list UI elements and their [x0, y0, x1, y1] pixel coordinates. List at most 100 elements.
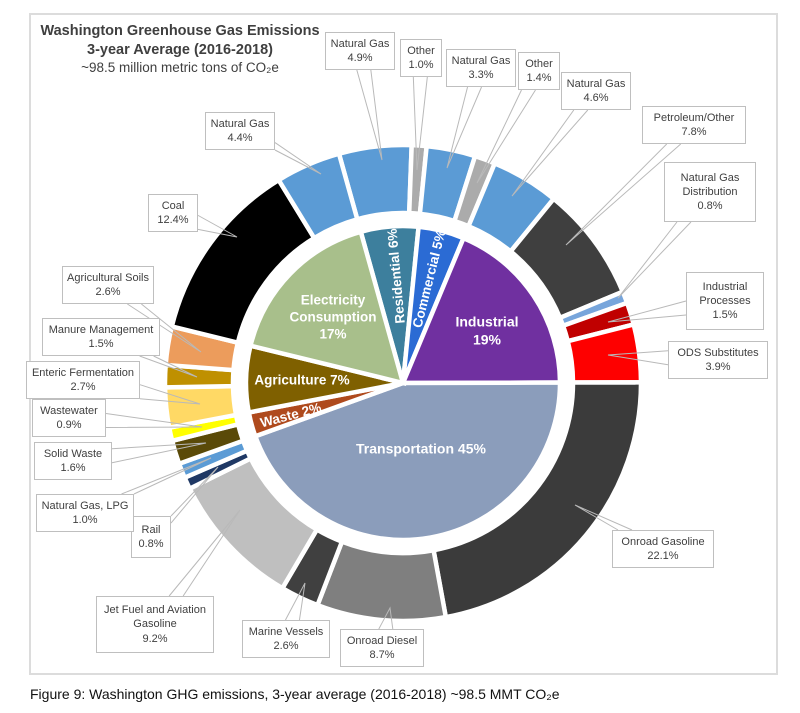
leader-line-onroad_gasoline	[574, 504, 633, 531]
callout-percent: 4.4%	[227, 132, 253, 144]
callout-ng_ind: Natural Gas 4.6%	[561, 72, 631, 110]
callout-percent: 7.8%	[681, 126, 707, 138]
callout-percent: 0.9%	[56, 419, 82, 431]
figure-caption: Figure 9: Washington GHG emissions, 3-ye…	[30, 686, 560, 702]
callout-percent: 0.8%	[697, 200, 723, 213]
callout-manure_management: Manure Management 1.5%	[42, 318, 160, 356]
callout-label-text: ODS Substitutes	[677, 346, 759, 359]
callout-label-text: Coal	[161, 199, 185, 212]
callout-label-text: Natural Gas	[451, 54, 511, 67]
callout-percent: 4.6%	[583, 92, 609, 104]
pie-slice-transportation	[252, 380, 563, 543]
callout-label-text: Solid Waste	[43, 447, 103, 460]
sector-label-industrial: Industrial 19%	[455, 313, 519, 348]
leader-line-wastewater	[105, 413, 203, 429]
chart-title-line3: ~98.5 million metric tons of CO₂e	[81, 60, 279, 76]
callout-percent: 4.9%	[347, 52, 373, 64]
callout-percent: 3.9%	[705, 361, 731, 373]
callout-agricultural_soils: Agricultural Soils 2.6%	[62, 266, 154, 304]
callout-label-text: Natural Gas, LPG	[41, 499, 129, 512]
callout-marine_vessels: Marine Vessels 2.6%	[242, 620, 330, 658]
leader-line-other_com	[476, 89, 536, 184]
ring-segment-ng_elec	[275, 150, 361, 242]
callout-percent: 12.4%	[157, 214, 189, 226]
leader-line-other_res	[412, 76, 428, 171]
leader-line-ods_substitutes	[607, 350, 669, 366]
callout-industrial_processes: Industrial Processes 1.5%	[686, 272, 764, 330]
callout-label-text: Onroad Gasoline	[621, 535, 705, 548]
pie-slice-electricity	[247, 229, 407, 387]
chart-title-line1: Washington Greenhouse Gas Emissions	[40, 23, 320, 39]
callout-percent: 2.6%	[95, 286, 121, 298]
leader-line-ng_com	[446, 86, 482, 169]
leader-line-rail	[170, 466, 219, 524]
callout-wastewater: Wastewater 0.9%	[32, 399, 106, 437]
callout-percent: 1.5%	[712, 309, 738, 322]
callout-percent: 8.7%	[369, 649, 395, 661]
callout-label-text: Other	[407, 44, 435, 57]
callout-percent: 1.0%	[72, 514, 98, 526]
callout-other_com: Other 1.4%	[518, 52, 560, 90]
callout-rail: Rail 0.8%	[131, 516, 171, 558]
callout-ng_distribution: Natural Gas Distribution 0.8%	[664, 162, 756, 222]
leader-line-manure_management	[139, 355, 198, 378]
leader-line-marine_vessels	[285, 582, 306, 621]
callout-label-text: Natural Gas	[566, 77, 626, 90]
leader-line-ng_elec	[274, 142, 322, 175]
sector-label-agriculture: Agriculture 7%	[254, 372, 350, 388]
leader-line-industrial_processes	[607, 300, 687, 323]
callout-percent: 0.8%	[138, 538, 164, 550]
callout-label-text: Marine Vessels	[248, 625, 324, 638]
callout-percent: 2.6%	[273, 640, 299, 652]
callout-label-text: Petroleum/Other	[653, 111, 735, 124]
callout-label-text: Other	[525, 57, 553, 70]
callout-label-text: Rail	[141, 523, 161, 536]
leader-line-ng_distribution	[617, 221, 692, 299]
callout-percent: 3.3%	[468, 69, 494, 81]
leader-line-enteric_fermentation	[139, 384, 201, 405]
leader-line-ng_ind	[511, 109, 589, 197]
leader-line-coal	[197, 214, 238, 238]
callout-label-text: Wastewater	[40, 404, 98, 417]
callout-ng_res: Natural Gas 4.9%	[325, 32, 395, 70]
leader-line-onroad_diesel	[378, 606, 394, 630]
callout-label-text: Enteric Fermentation	[31, 366, 135, 379]
callout-label-text: Natural Gas	[330, 37, 390, 50]
callout-label-text: Natural Gas	[210, 117, 270, 130]
pie-slice-industrial	[399, 235, 563, 386]
callout-percent: 1.4%	[526, 72, 552, 84]
leader-line-ng_lpg	[121, 457, 212, 495]
callout-label-text: Agricultural Soils	[67, 271, 149, 284]
callout-solid_waste: Solid Waste 1.6%	[34, 442, 112, 480]
leader-line-solid_waste	[111, 442, 207, 464]
callout-coal: Coal 12.4%	[148, 194, 198, 232]
sector-label-electricity: Electricity Consumption 17%	[289, 292, 377, 342]
chart-title-line2: 3-year Average (2016-2018)	[87, 41, 273, 58]
callout-ng_elec: Natural Gas 4.4%	[205, 112, 275, 150]
callout-ods_substitutes: ODS Substitutes 3.9%	[668, 341, 768, 379]
leader-line-jet_fuel	[168, 509, 241, 597]
callout-onroad_gasoline: Onroad Gasoline 22.1%	[612, 530, 714, 568]
callout-ng_lpg: Natural Gas, LPG 1.0%	[36, 494, 134, 532]
leader-line-ng_res	[356, 69, 383, 161]
callout-label-text: Onroad Diesel	[346, 634, 418, 647]
callout-percent: 9.2%	[142, 632, 168, 645]
callout-label-text: Jet Fuel and Aviation Gasoline	[104, 604, 206, 631]
callout-percent: 1.6%	[60, 462, 86, 474]
callout-label-text: Natural Gas Distribution	[680, 171, 740, 198]
callout-label-text: Industrial Processes	[699, 280, 751, 307]
callout-percent: 2.7%	[70, 381, 96, 393]
callout-percent: 22.1%	[647, 550, 679, 562]
callout-percent: 1.5%	[88, 338, 114, 350]
callout-enteric_fermentation: Enteric Fermentation 2.7%	[26, 361, 140, 399]
callout-ng_com: Natural Gas 3.3%	[446, 49, 516, 87]
callout-onroad_diesel: Onroad Diesel 8.7%	[340, 629, 424, 667]
leader-line-petroleum_other	[565, 143, 682, 246]
callout-petroleum_other: Petroleum/Other 7.8%	[642, 106, 746, 144]
chart-title: Washington Greenhouse Gas Emissions 3-ye…	[36, 22, 324, 76]
callout-label-text: Manure Management	[48, 323, 154, 336]
sector-label-transportation: Transportation 45%	[356, 440, 486, 457]
